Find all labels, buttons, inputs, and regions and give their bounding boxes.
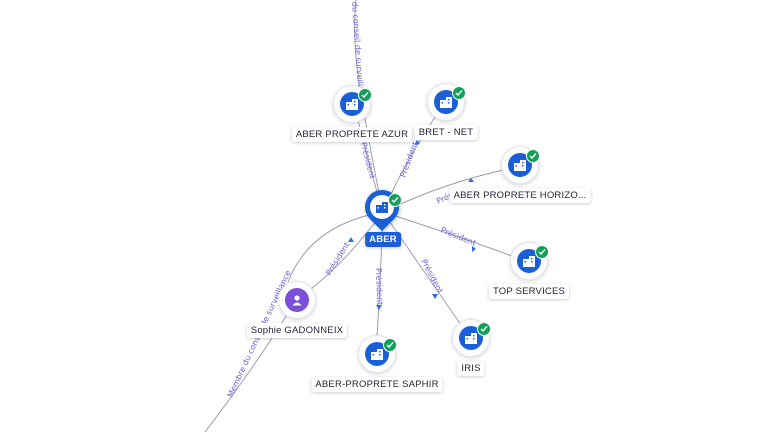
person-icon [285,288,309,312]
node-label-aber-proprete-horizon: ABER PROPRETE HORIZO... [449,188,591,203]
arrow-bret [414,140,420,145]
arrow-horizon [468,178,474,182]
arrow-sophie [348,237,354,242]
edge-label-top: Président [439,225,477,248]
edge-label-azur: Président [359,141,378,180]
verified-check-icon [477,322,491,336]
verified-check-icon [526,149,540,163]
verified-check-icon [535,245,549,259]
node-label-bret-net: BRET - NET [414,125,478,140]
node-label-aber-proprete-azur: ABER PROPRETE AZUR [291,127,413,142]
edge-label-bret: Président [397,140,419,178]
node-label-sophie-gadonneix: Sophie GADONNEIX [246,323,348,338]
node-label-aber: ABER [365,232,401,247]
verified-check-icon [452,86,466,100]
verified-check-icon [383,338,397,352]
verified-check-icon [388,193,402,207]
edge-label-iris: Président [419,257,445,295]
arrow-iris [432,294,438,299]
node-label-aber-proprete-saphir: ABER-PROPRETE SAPHIR [311,377,443,392]
edge-sophie-arc [287,211,384,283]
verified-check-icon [358,88,372,102]
node-label-top-services: TOP SERVICES [488,284,570,299]
node-label-iris: IRIS [457,361,485,376]
edge-label-sophie: Président [323,240,351,277]
edge-bottom-offscreen [204,299,297,432]
arrow-saphir [376,305,382,310]
arrow-top [472,246,476,252]
edge-label-saphir: Président [374,268,385,306]
